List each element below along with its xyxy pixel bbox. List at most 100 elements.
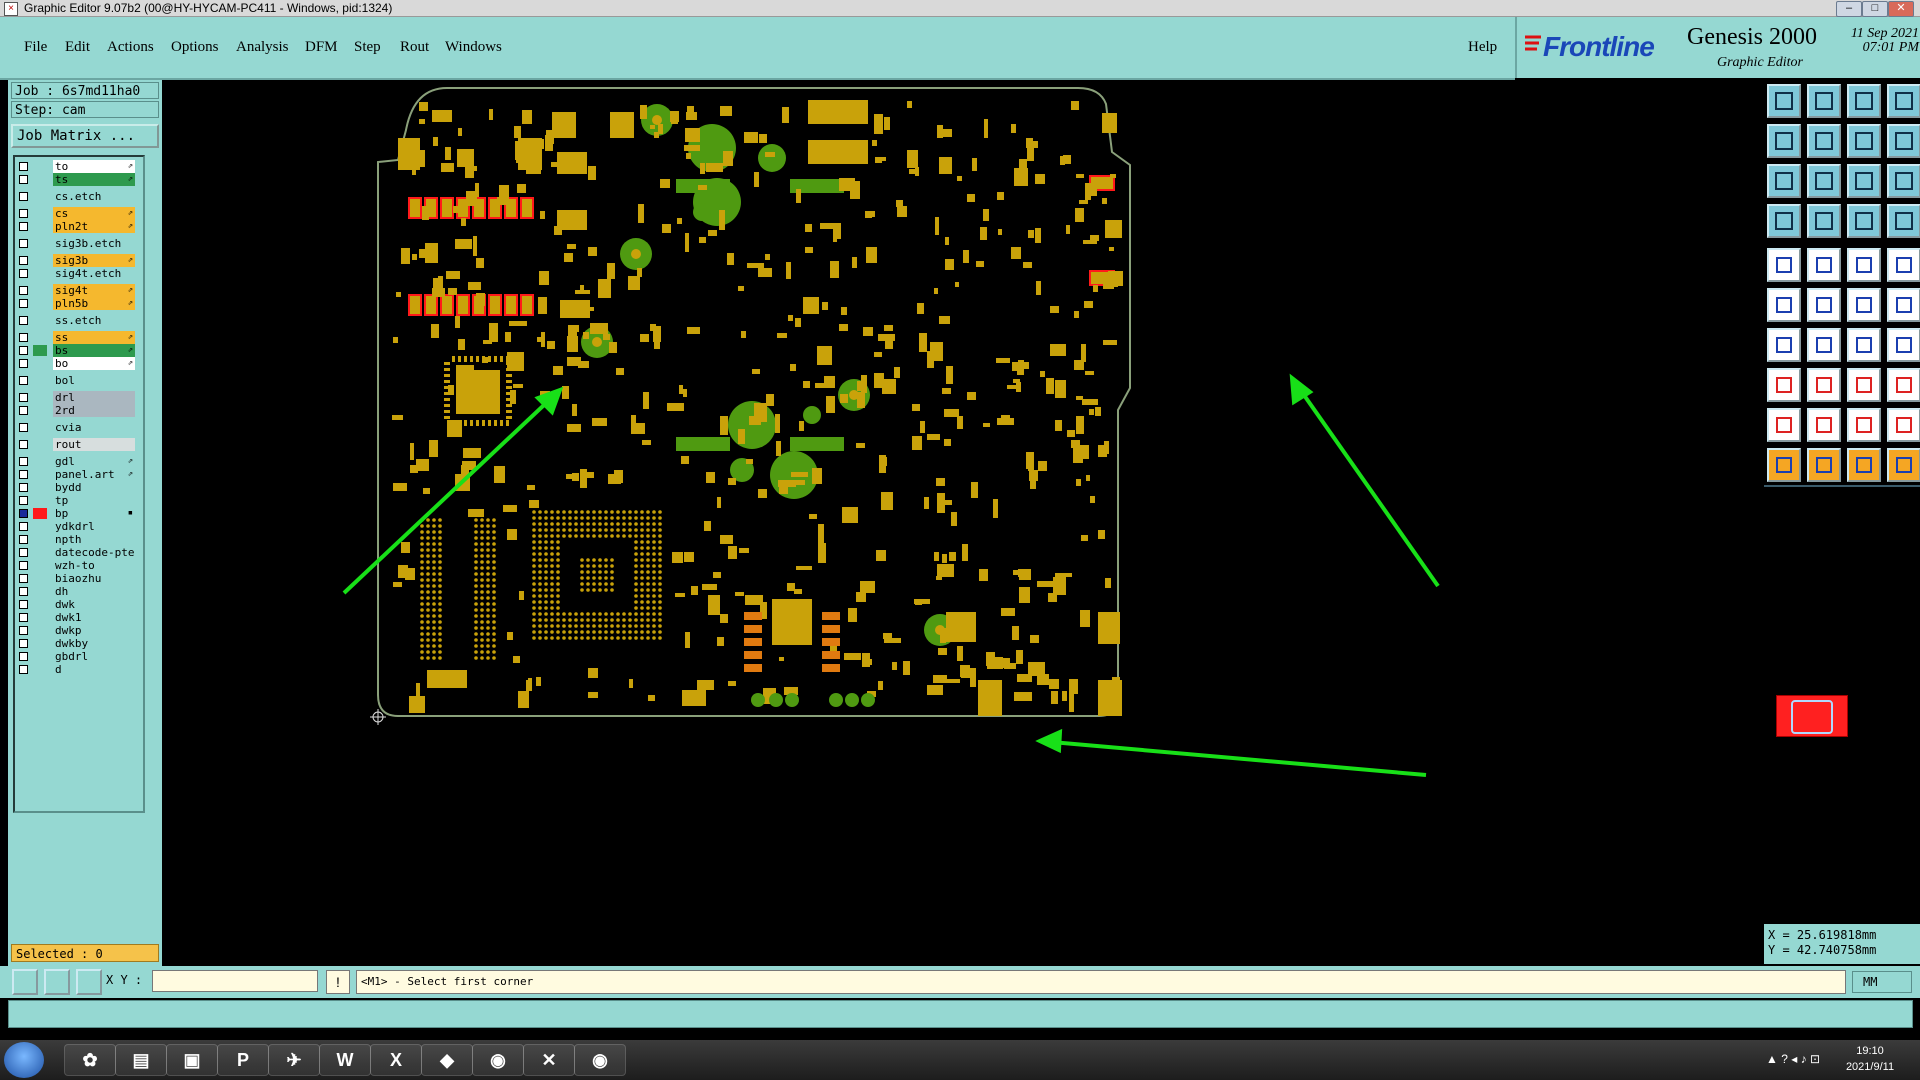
grid-tool-button[interactable] [76,969,102,995]
menu-options[interactable]: Options [171,39,219,55]
layer-row-rout[interactable]: rout [15,438,143,451]
layer-color-swatch[interactable] [33,495,47,506]
layer-checkbox[interactable] [19,239,28,248]
line-icon-button[interactable] [1807,248,1841,282]
layer-name[interactable]: tp [53,494,135,507]
layer-row-bol[interactable]: bol [15,374,143,387]
layer-checkbox[interactable] [19,574,28,583]
pan-icon-button[interactable] [1807,164,1841,198]
layer-color-swatch[interactable] [33,482,47,493]
layer-color-swatch[interactable] [33,586,47,597]
layer-name[interactable]: bs⇗ [53,344,135,357]
layer-row-cvia[interactable]: cvia [15,421,143,434]
taskbar-excel-icon[interactable]: X [370,1044,422,1076]
layer-name[interactable]: rout [53,438,135,451]
layer-row-sig4t.etch[interactable]: sig4t.etch [15,267,143,280]
layer-color-swatch[interactable] [33,547,47,558]
start-button[interactable] [4,1042,44,1078]
layer-color-swatch[interactable] [33,358,47,369]
layer-color-swatch[interactable] [33,638,47,649]
select-icon-button[interactable] [1807,448,1841,482]
layer-checkbox[interactable] [19,496,28,505]
layer-row-pln5b[interactable]: pln5b⇗ [15,297,143,310]
layer-checkbox[interactable] [19,269,28,278]
units-toggle[interactable]: MM [1852,971,1912,993]
minus-icon-button[interactable] [1807,368,1841,402]
pointer-icon-button[interactable] [1767,448,1801,482]
layer-checkbox[interactable] [19,222,28,231]
layer-name[interactable]: ts⇗ [53,173,135,186]
fix-icon-button[interactable] [1887,448,1920,482]
layer-checkbox[interactable] [19,333,28,342]
layer-row-dwkp[interactable]: dwkp [15,624,143,637]
zoom-in-icon-button[interactable] [1767,124,1801,158]
help-icon-button[interactable] [1887,164,1920,198]
layer-name[interactable]: gbdrl [53,650,135,663]
layer-color-swatch[interactable] [33,392,47,403]
menu-dfm[interactable]: DFM [305,39,338,55]
layer-color-swatch[interactable] [33,191,47,202]
layer-color-swatch[interactable] [33,651,47,662]
measure-alt-icon-button[interactable] [1887,204,1920,238]
layer-checkbox[interactable] [19,162,28,171]
layer-checkbox[interactable] [19,548,28,557]
layer-name[interactable]: bydd [53,481,135,494]
layer-name[interactable]: to⇗ [53,160,135,173]
layer-checkbox[interactable] [19,423,28,432]
layer-color-swatch[interactable] [33,332,47,343]
layer-checkbox[interactable] [19,665,28,674]
layer-color-swatch[interactable] [33,208,47,219]
layer-name[interactable]: bp▪ [53,507,135,520]
zoom-fit-icon-button[interactable] [1807,124,1841,158]
layer-row-bo[interactable]: bo⇗ [15,357,143,370]
layer-checkbox[interactable] [19,626,28,635]
layer-color-swatch[interactable] [33,664,47,675]
vector-icon-button[interactable] [1887,288,1920,322]
layer-color-swatch[interactable] [33,285,47,296]
layer-color-swatch[interactable] [33,221,47,232]
layer-row-2rd[interactable]: 2rd [15,404,143,417]
graphic-canvas[interactable] [162,80,1764,966]
layer-name[interactable]: dwkby [53,637,135,650]
layer-row-cs.etch[interactable]: cs.etch [15,190,143,203]
layer-color-swatch[interactable] [33,405,47,416]
layer-name[interactable]: wzh-to [53,559,135,572]
warning-button[interactable]: ! [326,970,350,994]
layer-checkbox[interactable] [19,613,28,622]
layer-row-ts[interactable]: ts⇗ [15,173,143,186]
layer-color-swatch[interactable] [33,439,47,450]
zoom-home-icon-button[interactable] [1767,84,1801,118]
layer-color-swatch[interactable] [33,255,47,266]
layer-name[interactable]: drl [53,391,135,404]
taskbar-genesis-icon[interactable]: ✕ [523,1044,575,1076]
layer-checkbox[interactable] [19,509,28,518]
layer-name[interactable]: ydkdrl [53,520,135,533]
layer-name[interactable]: biaozhu [53,572,135,585]
layer-row-sig3b.etch[interactable]: sig3b.etch [15,237,143,250]
layer-color-swatch[interactable] [33,422,47,433]
layer-name[interactable]: 2rd [53,404,135,417]
slash-icon-button[interactable] [1807,328,1841,362]
layer-checkbox[interactable] [19,175,28,184]
layer-name[interactable]: bo⇗ [53,357,135,370]
add-icon-button[interactable] [1767,248,1801,282]
layer-checkbox[interactable] [19,299,28,308]
layer-row-tp[interactable]: tp [15,494,143,507]
layer-checkbox[interactable] [19,393,28,402]
pad-icon-button[interactable] [1887,248,1920,282]
menu-step[interactable]: Step [354,39,381,55]
layer-name[interactable]: ss⇗ [53,331,135,344]
ff-icon-button[interactable] [1887,328,1920,362]
zoom-1-icon-button[interactable] [1847,124,1881,158]
connect-icon-button[interactable] [1767,288,1801,322]
layer-checkbox[interactable] [19,256,28,265]
triangle-a-icon-button[interactable] [1807,408,1841,442]
triangle-c-icon-button[interactable] [1887,408,1920,442]
layer-name[interactable]: sig3b⇗ [53,254,135,267]
layer-color-swatch[interactable] [33,298,47,309]
layer-row-npth[interactable]: npth [15,533,143,546]
menu-edit[interactable]: Edit [65,39,90,55]
taskbar-editor-icon[interactable]: ◆ [421,1044,473,1076]
layer-color-swatch[interactable] [33,560,47,571]
layer-row-bp[interactable]: bp▪ [15,507,143,520]
